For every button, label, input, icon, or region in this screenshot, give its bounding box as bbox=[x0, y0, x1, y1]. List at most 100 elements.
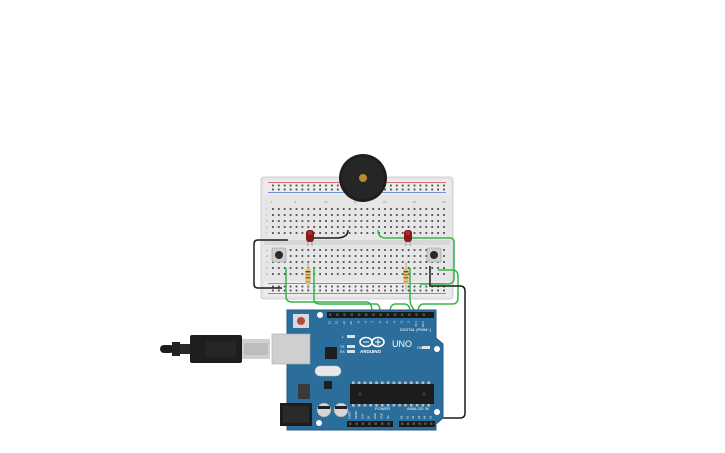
bottom-rail-hole[interactable] bbox=[443, 289, 445, 292]
lower-strip-hole[interactable] bbox=[342, 267, 345, 269]
lower-strip-hole[interactable] bbox=[372, 255, 375, 257]
bottom-rail-hole[interactable] bbox=[307, 289, 310, 292]
top-rail-hole[interactable] bbox=[395, 184, 398, 187]
bottom-rail-hole[interactable] bbox=[366, 289, 369, 292]
upper-strip-hole[interactable] bbox=[319, 232, 321, 234]
lower-strip-hole[interactable] bbox=[401, 261, 404, 263]
bottom-rail-hole[interactable] bbox=[360, 289, 363, 292]
upper-strip-hole[interactable] bbox=[319, 220, 321, 222]
top-rail-hole[interactable] bbox=[413, 184, 416, 187]
top-rail-hole[interactable] bbox=[401, 184, 404, 187]
lower-strip-hole[interactable] bbox=[354, 255, 357, 257]
pushbutton-left[interactable] bbox=[271, 247, 287, 263]
upper-strip-hole[interactable] bbox=[301, 226, 304, 228]
upper-strip-hole[interactable] bbox=[431, 220, 434, 222]
lower-strip-hole[interactable] bbox=[413, 273, 416, 275]
lower-strip-hole[interactable] bbox=[443, 249, 445, 251]
top-rail-hole[interactable] bbox=[283, 184, 286, 187]
lower-strip-hole[interactable] bbox=[407, 267, 410, 269]
lower-strip-hole[interactable] bbox=[277, 267, 280, 269]
lower-strip-hole[interactable] bbox=[342, 261, 345, 263]
upper-strip-hole[interactable] bbox=[283, 226, 286, 228]
lower-strip-hole[interactable] bbox=[390, 261, 392, 263]
upper-strip-hole[interactable] bbox=[407, 214, 410, 216]
upper-strip-hole[interactable] bbox=[390, 220, 392, 222]
bottom-rail-hole[interactable] bbox=[390, 289, 392, 292]
upper-strip-hole[interactable] bbox=[295, 214, 298, 216]
upper-strip-hole[interactable] bbox=[354, 208, 357, 210]
upper-strip-hole[interactable] bbox=[319, 214, 321, 216]
lower-strip-hole[interactable] bbox=[342, 255, 345, 257]
upper-strip-hole[interactable] bbox=[301, 208, 304, 210]
upper-strip-hole[interactable] bbox=[419, 226, 422, 228]
lower-strip-hole[interactable] bbox=[407, 273, 410, 275]
top-rail-hole[interactable] bbox=[313, 184, 316, 187]
upper-strip-hole[interactable] bbox=[277, 214, 280, 216]
upper-strip-hole[interactable] bbox=[425, 232, 428, 234]
upper-strip-hole[interactable] bbox=[443, 220, 445, 222]
upper-strip-hole[interactable] bbox=[272, 208, 274, 210]
upper-strip-hole[interactable] bbox=[277, 226, 280, 228]
lower-strip-hole[interactable] bbox=[378, 255, 380, 257]
upper-strip-hole[interactable] bbox=[378, 220, 380, 222]
upper-strip-hole[interactable] bbox=[354, 214, 357, 216]
digital-pin-socket[interactable] bbox=[386, 313, 389, 316]
upper-strip-hole[interactable] bbox=[384, 232, 386, 234]
bottom-rail-hole[interactable] bbox=[354, 285, 357, 288]
upper-strip-hole[interactable] bbox=[366, 226, 369, 228]
upper-strip-hole[interactable] bbox=[336, 220, 339, 222]
lower-strip-hole[interactable] bbox=[419, 267, 422, 269]
lower-strip-hole[interactable] bbox=[272, 267, 274, 269]
lower-strip-hole[interactable] bbox=[372, 261, 375, 263]
upper-strip-hole[interactable] bbox=[425, 226, 428, 228]
analog-pin-socket[interactable] bbox=[418, 422, 421, 425]
lower-strip-hole[interactable] bbox=[272, 273, 274, 275]
lower-strip-hole[interactable] bbox=[289, 255, 292, 257]
upper-strip-hole[interactable] bbox=[378, 214, 380, 216]
upper-strip-hole[interactable] bbox=[331, 226, 333, 228]
upper-strip-hole[interactable] bbox=[419, 214, 422, 216]
lower-strip-hole[interactable] bbox=[289, 249, 292, 251]
lower-strip-hole[interactable] bbox=[384, 255, 386, 257]
upper-strip-hole[interactable] bbox=[272, 232, 274, 234]
lower-strip-hole[interactable] bbox=[360, 261, 363, 263]
upper-strip-hole[interactable] bbox=[336, 232, 339, 234]
analog-pin-socket[interactable] bbox=[412, 422, 415, 425]
lower-strip-hole[interactable] bbox=[431, 267, 434, 269]
power-pin-socket[interactable] bbox=[381, 422, 384, 425]
top-rail-hole[interactable] bbox=[331, 188, 333, 191]
upper-strip-hole[interactable] bbox=[331, 232, 333, 234]
upper-strip-hole[interactable] bbox=[325, 232, 327, 234]
lower-strip-hole[interactable] bbox=[295, 267, 298, 269]
lower-strip-hole[interactable] bbox=[319, 273, 321, 275]
upper-strip-hole[interactable] bbox=[283, 232, 286, 234]
upper-strip-hole[interactable] bbox=[354, 232, 357, 234]
bottom-rail-hole[interactable] bbox=[354, 289, 357, 292]
upper-strip-hole[interactable] bbox=[378, 208, 380, 210]
lower-strip-hole[interactable] bbox=[384, 267, 386, 269]
power-pin-socket[interactable] bbox=[374, 422, 377, 425]
top-rail-hole[interactable] bbox=[425, 188, 428, 191]
lower-strip-hole[interactable] bbox=[401, 255, 404, 257]
top-rail-hole[interactable] bbox=[325, 184, 327, 187]
lower-strip-hole[interactable] bbox=[390, 273, 392, 275]
lower-strip-hole[interactable] bbox=[348, 249, 351, 251]
upper-strip-hole[interactable] bbox=[401, 226, 404, 228]
upper-strip-hole[interactable] bbox=[307, 226, 310, 228]
lower-strip-hole[interactable] bbox=[319, 261, 321, 263]
upper-strip-hole[interactable] bbox=[360, 226, 363, 228]
lower-strip-hole[interactable] bbox=[319, 255, 321, 257]
bottom-rail-hole[interactable] bbox=[342, 285, 345, 288]
lower-strip-hole[interactable] bbox=[419, 249, 422, 251]
top-rail-hole[interactable] bbox=[331, 184, 333, 187]
top-rail-hole[interactable] bbox=[395, 188, 398, 191]
upper-strip-hole[interactable] bbox=[395, 208, 398, 210]
lower-strip-hole[interactable] bbox=[342, 249, 345, 251]
upper-strip-hole[interactable] bbox=[443, 208, 445, 210]
top-rail-hole[interactable] bbox=[419, 184, 422, 187]
upper-strip-hole[interactable] bbox=[277, 208, 280, 210]
lower-strip-hole[interactable] bbox=[372, 273, 375, 275]
upper-strip-hole[interactable] bbox=[437, 226, 439, 228]
